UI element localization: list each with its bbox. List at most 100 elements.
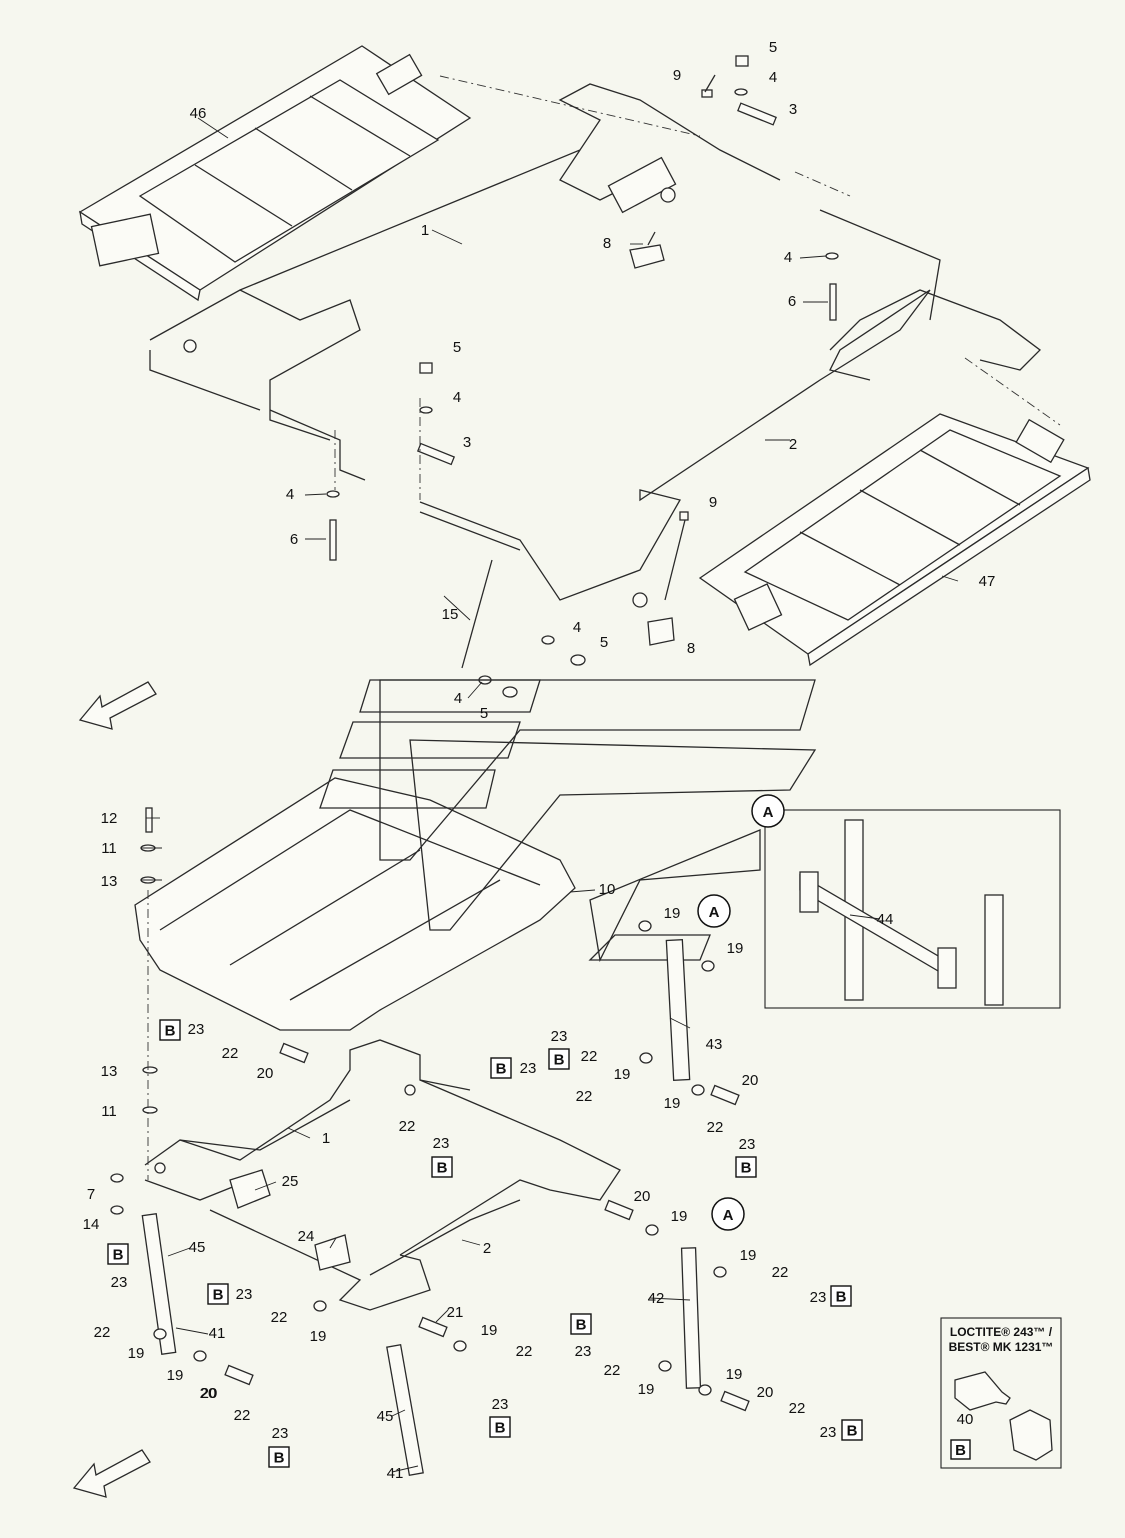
callout-c5c: 5 [600, 634, 608, 651]
callout-c20b: 20 [742, 1072, 759, 1089]
svg-text:B: B [576, 1317, 587, 1334]
seat-cushion-10 [134, 777, 576, 1031]
svg-text:B: B [847, 1423, 858, 1440]
callout-c3b: 3 [463, 434, 471, 451]
frame-lower [144, 1039, 621, 1311]
frame-2-upper [419, 171, 1061, 608]
b-tag-10: B [268, 1446, 290, 1468]
callout-c24: 24 [298, 1228, 315, 1245]
callout-c41b: 41 [387, 1465, 404, 1482]
ground-plane-bands [319, 679, 817, 963]
callout-c8a: 8 [603, 235, 611, 252]
callout-c19j: 19 [726, 1366, 743, 1383]
svg-text:B: B [213, 1287, 224, 1304]
callout-c10: 10 [599, 881, 616, 898]
callout-c7: 7 [87, 1186, 95, 1203]
b-tags: B B B B B B B B B B B B [107, 1019, 863, 1468]
b-tag-9: B [489, 1416, 511, 1438]
direction-arrow-lower [72, 1449, 151, 1498]
callout-c23c: 23 [520, 1060, 537, 1077]
loctite-note-box: LOCTITE® 243™ / BEST® MK 1231™ 40 B [940, 1317, 1062, 1469]
callout-c19g: 19 [310, 1328, 327, 1345]
detail-marker-A3: A [711, 1197, 745, 1231]
b-tag-6: B [207, 1283, 229, 1305]
stack-hardware-left [140, 807, 158, 1180]
callout-c19a: 19 [664, 905, 681, 922]
callout-c22j: 22 [604, 1362, 621, 1379]
hand-icon [1009, 1409, 1053, 1461]
direction-arrow-upper [78, 681, 157, 730]
callout-c45b: 45 [377, 1408, 394, 1425]
callout-c41a: 41 [209, 1325, 226, 1342]
callout-c23a: 23 [188, 1021, 205, 1038]
detail-marker-A2: A [697, 894, 731, 928]
callout-c23k: 23 [272, 1425, 289, 1442]
callout-c19d: 19 [664, 1095, 681, 1112]
callout-c20f: 20 [200, 1385, 217, 1402]
callout-c9a: 9 [673, 67, 681, 84]
callout-c22e: 22 [707, 1119, 724, 1136]
callout-c11a: 11 [101, 840, 117, 857]
callout-c11b: 11 [101, 1103, 117, 1120]
callout-c4d: 4 [286, 486, 294, 503]
callout-c23h: 23 [111, 1274, 128, 1291]
callout-c22c: 22 [576, 1088, 593, 1105]
callout-c23f: 23 [236, 1286, 253, 1303]
svg-text:B: B [836, 1289, 847, 1306]
callout-c19h: 19 [128, 1345, 145, 1362]
callout-c22d: 22 [399, 1118, 416, 1135]
callout-c20c: 20 [634, 1188, 651, 1205]
callout-c25: 25 [282, 1173, 299, 1190]
callout-c13b: 13 [101, 1063, 118, 1080]
callout-c43: 43 [706, 1036, 723, 1053]
callout-c47: 47 [979, 573, 996, 590]
callout-c22a: 22 [222, 1045, 239, 1062]
svg-text:B: B [437, 1160, 448, 1177]
callout-c5d: 5 [480, 705, 488, 722]
b-tag-4: B [735, 1156, 757, 1178]
callout-c22l: 22 [234, 1407, 251, 1424]
b-tag-8: B [570, 1313, 592, 1335]
note-line-1: LOCTITE® 243™ / [950, 1325, 1053, 1339]
callout-c1a: 1 [421, 222, 429, 239]
callout-c22k: 22 [789, 1400, 806, 1417]
callout-c45a: 45 [189, 1239, 206, 1256]
callout-c23g: 23 [810, 1289, 827, 1306]
note-line-2: BEST® MK 1231™ [949, 1340, 1054, 1354]
callout-c6b: 6 [290, 531, 298, 548]
svg-text:B: B [741, 1160, 752, 1177]
callout-c8b: 8 [687, 640, 695, 657]
b-tag-7: B [830, 1285, 852, 1307]
callout-c21: 21 [447, 1304, 464, 1321]
callout-c22g: 22 [271, 1309, 288, 1326]
svg-text:B: B [554, 1052, 565, 1069]
callout-c19i: 19 [481, 1322, 498, 1339]
callout-c19k: 19 [167, 1367, 184, 1384]
callout-c19b: 19 [727, 940, 744, 957]
hardware-top [326, 55, 839, 698]
callout-c22b: 22 [581, 1048, 598, 1065]
svg-text:B: B [496, 1061, 507, 1078]
svg-text:A: A [723, 1207, 734, 1224]
detail-marker-A1: A [751, 794, 785, 828]
callout-c5a: 5 [769, 39, 777, 56]
b-tag-1: B [490, 1057, 512, 1079]
callout-c22f: 22 [772, 1264, 789, 1281]
callout-c5b: 5 [453, 339, 461, 356]
tray-46 [78, 45, 701, 302]
svg-text:B: B [165, 1023, 176, 1040]
callout-c23i: 23 [575, 1343, 592, 1360]
callout-c4f: 4 [454, 690, 462, 707]
callout-c19e: 19 [671, 1208, 688, 1225]
callout-c6a: 6 [788, 293, 796, 310]
callout-c20a: 20 [257, 1065, 274, 1082]
callout-c13a: 13 [101, 873, 118, 890]
svg-text:B: B [495, 1420, 506, 1437]
detail-box-A [764, 809, 1061, 1009]
callout-c4c: 4 [453, 389, 461, 406]
leader-lines [141, 117, 959, 1473]
b-tag-3: B [431, 1156, 453, 1178]
b-tag-5: B [107, 1243, 129, 1265]
b-tag-11: B [841, 1419, 863, 1441]
